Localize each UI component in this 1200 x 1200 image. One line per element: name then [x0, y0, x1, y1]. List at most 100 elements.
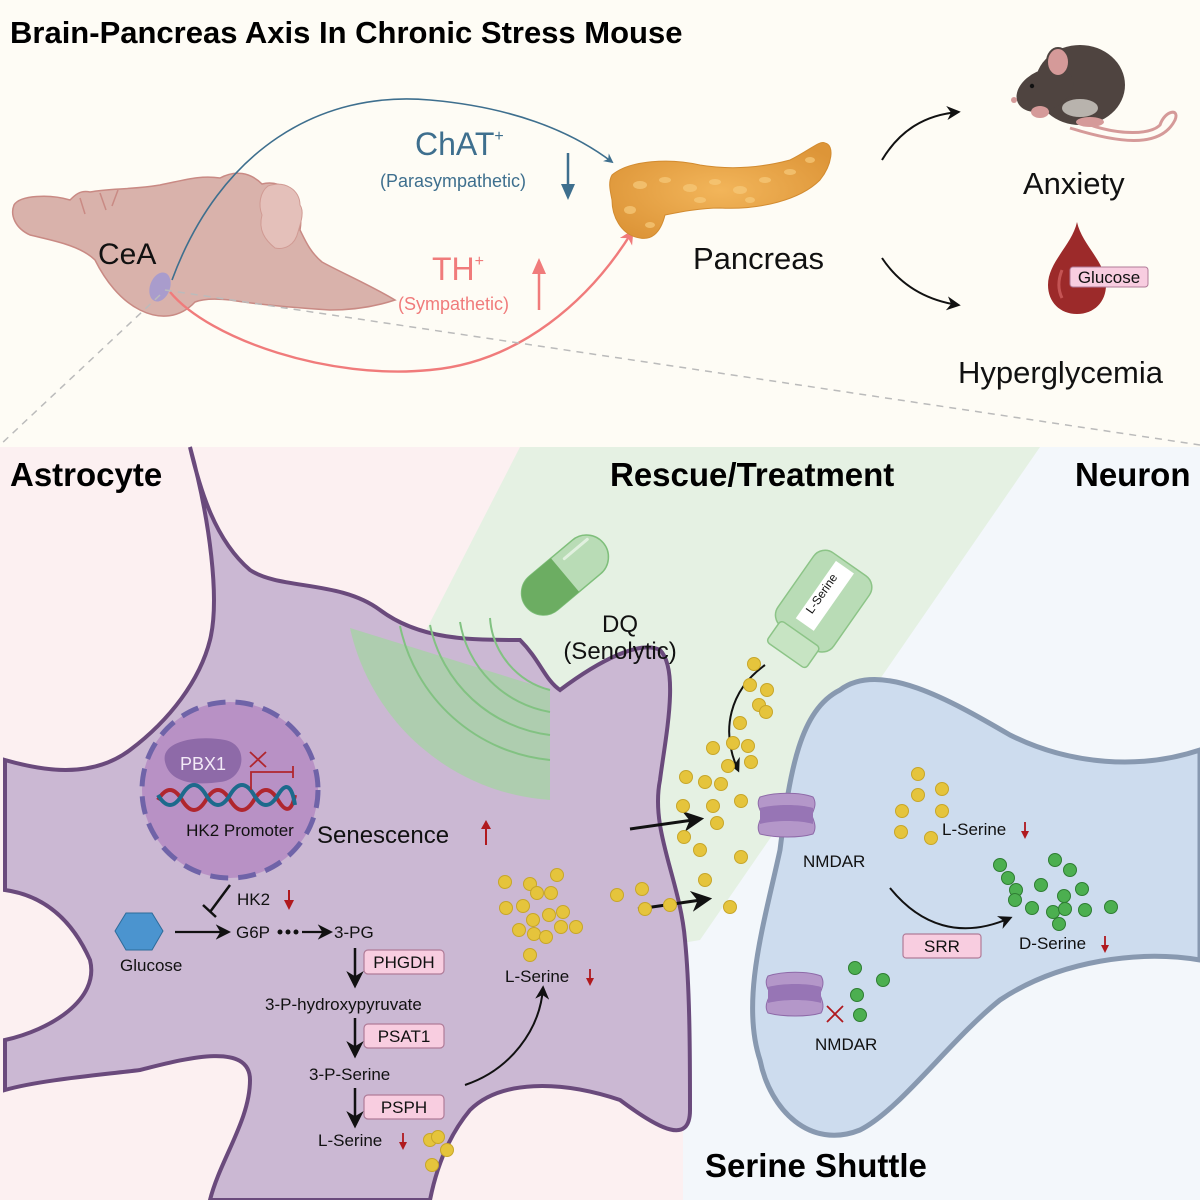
dserine-molecule	[876, 973, 890, 987]
g6p-label: G6P	[236, 923, 270, 942]
section-neuron: Neuron	[1075, 456, 1191, 493]
pour-arrow	[727, 664, 766, 773]
figure-title: Brain-Pancreas Axis In Chronic Stress Mo…	[10, 15, 682, 50]
lserine-molecule	[440, 1143, 454, 1157]
dserine-molecule	[1046, 905, 1060, 919]
lserine-molecule	[638, 902, 652, 916]
lserine-molecule	[760, 683, 774, 697]
section-astrocyte: Astrocyte	[10, 456, 162, 493]
hyperglycemia-label: Hyperglycemia	[958, 355, 1164, 390]
lserine-product-label: L-Serine	[318, 1131, 382, 1150]
lserine-molecule	[516, 899, 530, 913]
lserine-molecule	[512, 923, 526, 937]
lserine-molecule	[726, 736, 740, 750]
glucose-badge-label: Glucose	[1078, 268, 1140, 287]
hk2-down-arrow-icon	[284, 890, 294, 910]
lserine-molecule	[569, 920, 583, 934]
section-serine-shuttle: Serine Shuttle	[705, 1147, 927, 1184]
dserine-molecule	[1034, 878, 1048, 892]
lserine-export-arrow	[464, 985, 550, 1086]
senescence-label: Senescence	[317, 822, 449, 849]
lserine-molecule	[530, 886, 544, 900]
srr-box	[902, 933, 982, 959]
srr-conversion-arrow	[889, 887, 1013, 930]
dserine-molecule	[1058, 902, 1072, 916]
section-rescue: Rescue/Treatment	[610, 456, 894, 493]
th-label: TH+	[432, 251, 484, 287]
top-panel: Brain-Pancreas Axis In Chronic Stress Mo…	[0, 15, 1200, 446]
down-arrow-icon	[561, 153, 575, 200]
lserine-molecule	[523, 948, 537, 962]
lserine-molecules	[423, 657, 949, 1172]
lserine-molecule	[911, 767, 925, 781]
lserine-molecule	[734, 850, 748, 864]
zoom-guide-left	[0, 294, 161, 446]
senescence-up-arrow-icon	[481, 820, 491, 845]
pbx1-protein-icon	[164, 738, 242, 784]
dna-icon	[156, 783, 297, 812]
promoter-inhibited-icon	[250, 771, 293, 790]
lserine-bottle-icon: L-Serine	[766, 549, 873, 669]
phgdh-box	[363, 949, 445, 975]
lserine-molecule	[723, 900, 737, 914]
lserine-molecule	[911, 788, 925, 802]
lserine-molecule	[759, 705, 773, 719]
nmdar-receptor-bottom-icon	[765, 971, 824, 1017]
dserine-molecule	[1078, 903, 1092, 917]
lserine-molecule	[635, 882, 649, 896]
lserine-molecule	[710, 816, 724, 830]
lserine-molecule	[498, 875, 512, 889]
neuron-cell	[750, 677, 1200, 1138]
lserine-molecule	[539, 930, 553, 944]
dserine-molecule	[993, 858, 1007, 872]
dq-label: DQ	[602, 611, 638, 638]
hk2-inhibition-line	[208, 884, 232, 913]
lserine-molecule	[526, 913, 540, 927]
lserine-molecule	[894, 825, 908, 839]
transport-arrow-1	[629, 810, 705, 832]
hk2-promoter-label: HK2 Promoter	[186, 821, 294, 840]
dserine-molecule	[1075, 882, 1089, 896]
dserine-molecule	[1104, 900, 1118, 914]
block-x-icon	[249, 751, 267, 768]
lserine-molecule	[663, 898, 677, 912]
dserine-molecule	[1001, 871, 1015, 885]
dserine-label: D-Serine	[1019, 934, 1086, 953]
parasympathetic-pathway	[171, 98, 614, 281]
lserine-molecule	[542, 908, 556, 922]
astrocyte-cell	[2, 446, 693, 1200]
up-arrow-icon	[532, 258, 546, 310]
lserine-molecule	[721, 759, 735, 773]
lserine-molecule	[935, 782, 949, 796]
lserine-molecule	[714, 777, 728, 791]
dserine-molecule	[853, 1008, 867, 1022]
lserine-molecule	[679, 770, 693, 784]
pbx1-label: PBX1	[180, 754, 226, 774]
glucose-hexagon-icon	[114, 912, 164, 951]
psph-box	[363, 1094, 445, 1120]
lserine-molecule	[431, 1130, 445, 1144]
lserine-molecule	[706, 799, 720, 813]
lserine-molecule	[741, 739, 755, 753]
glucose-label: Glucose	[120, 956, 182, 975]
dserine-molecule	[1008, 893, 1022, 907]
lserine-molecule	[734, 794, 748, 808]
chat-label: ChAT+	[415, 126, 504, 162]
dserine-molecule	[1025, 901, 1039, 915]
zoom-guide-right	[164, 289, 1200, 446]
dq-class-label: (Senolytic)	[563, 638, 676, 665]
nmdar-top-label: NMDAR	[803, 852, 865, 871]
dserine-down-arrow-icon	[1101, 936, 1109, 953]
dserine-molecule	[850, 988, 864, 1002]
senescence-signal-icon	[350, 617, 551, 800]
lserine-molecule	[747, 657, 761, 671]
lserine-molecule	[698, 873, 712, 887]
nucleus: PBX1 HK2 Promoter	[139, 699, 321, 881]
nmdar-blocked-x-icon	[826, 1005, 844, 1023]
3p-serine-label: 3-P-Serine	[309, 1065, 390, 1084]
ellipsis-icon	[277, 929, 299, 935]
neuron-lserine-down-arrow-icon	[1021, 822, 1029, 839]
lserine-molecule	[425, 1158, 439, 1172]
lserine-molecule	[706, 741, 720, 755]
